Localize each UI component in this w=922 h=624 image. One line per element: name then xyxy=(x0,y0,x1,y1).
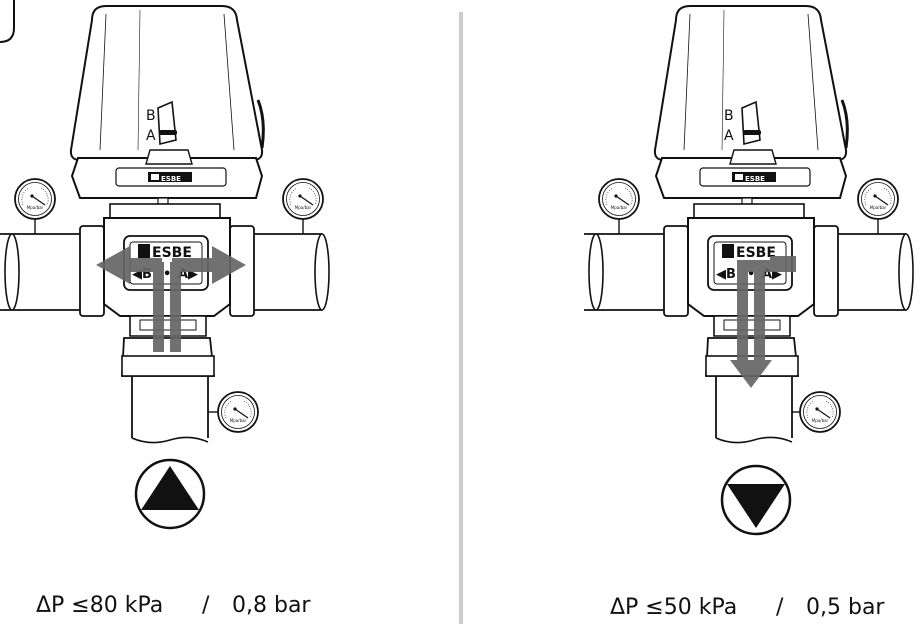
left-pump-triangle-up-icon xyxy=(141,466,199,510)
left-panel: B A ESBE ◀B • A▶ ΔP ≤80 kPa / 0,8 bar xyxy=(0,4,331,618)
left-gauge-left-icon xyxy=(14,178,56,220)
right-caption-separator: / xyxy=(776,595,784,620)
left-caption-separator: / xyxy=(202,593,210,618)
right-position-a: A xyxy=(724,128,734,144)
right-flow-arrows xyxy=(730,256,796,388)
right-panel: B A ESBE ◀B • A▶ ΔP ≤50 kPa / 0,5 bar xyxy=(582,4,915,620)
left-valve xyxy=(0,4,331,445)
right-gauge-left-icon xyxy=(598,178,640,220)
left-position-a: A xyxy=(146,128,156,144)
right-caption-bar: 0,5 bar xyxy=(806,595,885,620)
left-position-b: B xyxy=(146,108,156,124)
corner-bracket xyxy=(0,0,15,43)
right-window-brand: ESBE xyxy=(736,245,776,261)
left-brand-logo-icon xyxy=(138,244,150,258)
right-caption-dp: ΔP ≤50 kPa xyxy=(610,595,737,620)
right-position-b: B xyxy=(724,108,734,124)
left-gauge-bottom-icon xyxy=(217,391,259,433)
left-flow-arrows xyxy=(96,246,246,352)
right-pump-triangle-down-icon xyxy=(727,484,785,528)
right-gauge-right-icon xyxy=(857,178,899,220)
left-caption-dp: ΔP ≤80 kPa xyxy=(36,593,163,618)
right-brand-logo-icon xyxy=(722,244,734,258)
right-gauge-bottom-icon xyxy=(799,391,841,433)
left-port-dot: • xyxy=(163,267,171,282)
left-window-brand: ESBE xyxy=(152,245,192,261)
right-port-b: ◀B xyxy=(716,267,736,282)
right-port-dot: • xyxy=(747,267,755,282)
left-caption-bar: 0,8 bar xyxy=(232,593,311,618)
left-gauge-right-icon xyxy=(282,178,324,220)
